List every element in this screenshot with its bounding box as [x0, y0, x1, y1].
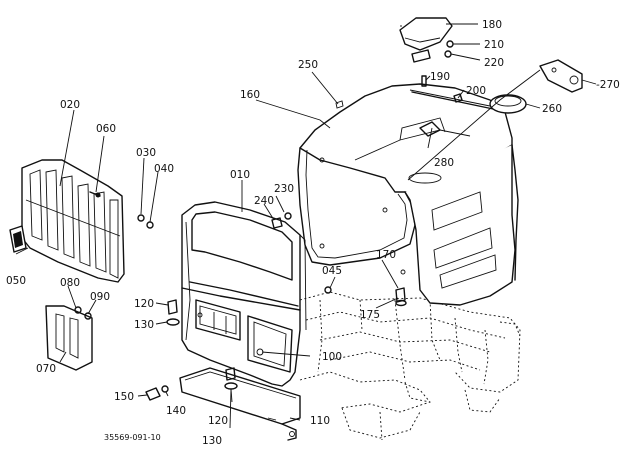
diagram-code: 35569-091-10: [104, 433, 161, 442]
label-090: 090: [90, 291, 110, 303]
label-160: 160: [240, 89, 260, 101]
side-plate: [45, 305, 93, 371]
label-010: 010: [230, 169, 250, 181]
label-170: 170: [376, 249, 396, 261]
label-230: 230: [274, 183, 294, 195]
fasteners: [74, 40, 463, 401]
label-270: -270: [596, 79, 620, 91]
label-020: 020: [60, 99, 80, 111]
label-045: 045: [322, 265, 342, 277]
label-250: 250: [298, 59, 318, 71]
label-120-upper: 120: [134, 298, 154, 310]
label-180: 180: [482, 19, 502, 31]
hood-assembly: [297, 83, 519, 306]
label-050: 050: [6, 275, 26, 287]
front-grille-frame: [181, 201, 307, 387]
chassis-frame-outline: [299, 291, 521, 441]
label-150: 150: [114, 391, 134, 403]
label-100-text: 100: [322, 351, 342, 363]
label-280: 280: [434, 157, 454, 169]
label-070: 070: [36, 363, 56, 375]
label-130-upper: 130: [134, 319, 154, 331]
front-grille-panel: [21, 159, 125, 283]
label-110: 110: [310, 415, 330, 427]
label-200: 200: [466, 85, 486, 97]
part-labels: 020 060 030 040 010 050 080 090 070 120 …: [6, 19, 620, 447]
label-220: 220: [484, 57, 504, 69]
emblem-part: [9, 225, 27, 253]
label-080: 080: [60, 277, 80, 289]
leader-lines: [15, 23, 597, 429]
label-120-lower: 120: [208, 415, 228, 427]
label-030: 030: [136, 147, 156, 159]
lower-bracket: [179, 367, 301, 441]
label-040: 040: [154, 163, 174, 175]
label-240: 240: [254, 195, 274, 207]
label-210: 210: [484, 39, 504, 51]
cap: [489, 94, 527, 114]
label-175: 175: [360, 309, 380, 321]
label-140: 140: [166, 405, 186, 417]
hinge-bracket: [539, 59, 583, 93]
label-060: 060: [96, 123, 116, 135]
label-260: 260: [542, 103, 562, 115]
access-lid: [399, 17, 453, 63]
label-190: 190: [430, 71, 450, 83]
label-130-lower: 130: [202, 435, 222, 447]
